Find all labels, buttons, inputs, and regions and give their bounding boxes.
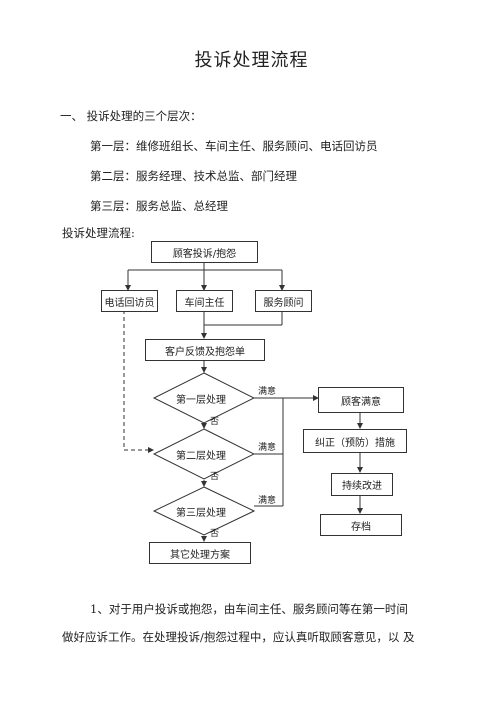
receiver-phone: 电话回访员 (101, 290, 158, 312)
page-title: 投诉处理流程 (194, 50, 309, 71)
paragraph-line-2: 做好应诉工作。在处理投诉/抱怨过程中，应认真听取顾客意见，以 及 (62, 630, 415, 644)
level-1-text: 第一层：维修班组长、车间主任、服务顾问、电话回访员 (90, 139, 378, 153)
decision-1-shape (152, 372, 256, 424)
corrective-action-box: 纠正（预防）措施 (303, 429, 407, 453)
decision-3-label: 第三层处理 (176, 508, 226, 519)
start-box: 顾客投诉/抱怨 (151, 241, 258, 263)
level-2-text: 第二层：服务经理、技术总监、部门经理 (90, 169, 297, 183)
satisfied-label-2: 满意 (258, 443, 277, 453)
continuous-improvement-box: 持续改进 (331, 473, 393, 496)
no-label-3: 否 (210, 529, 220, 539)
receiver-advisor: 服务顾问 (255, 290, 312, 312)
receiver-workshop: 车间主任 (176, 290, 233, 312)
archive-box: 存档 (320, 514, 402, 536)
decision-2-label: 第二层处理 (176, 451, 226, 462)
no-label-2: 否 (210, 472, 220, 482)
decision-2-shape (152, 428, 256, 480)
section-heading: 一、 投诉处理的三个层次： (60, 109, 202, 123)
paragraph-line-1: 1、对于用户投诉或抱怨，由车间主任、服务顾问等在第一时间 (90, 602, 408, 616)
decision-3-shape (152, 486, 256, 536)
decision-1-label: 第一层处理 (176, 395, 226, 406)
no-label-1: 否 (210, 417, 220, 427)
satisfied-label-3: 满意 (258, 496, 277, 506)
satisfied-label-1: 满意 (258, 387, 277, 397)
level-3-text: 第三层：服务总监、总经理 (90, 199, 228, 213)
customer-satisfied-box: 顾客满意 (318, 387, 404, 413)
flow-label: 投诉处理流程: (62, 226, 135, 240)
feedback-form-box: 客户反馈及抱怨单 (145, 339, 265, 361)
other-solution-box: 其它处理方案 (149, 542, 251, 564)
